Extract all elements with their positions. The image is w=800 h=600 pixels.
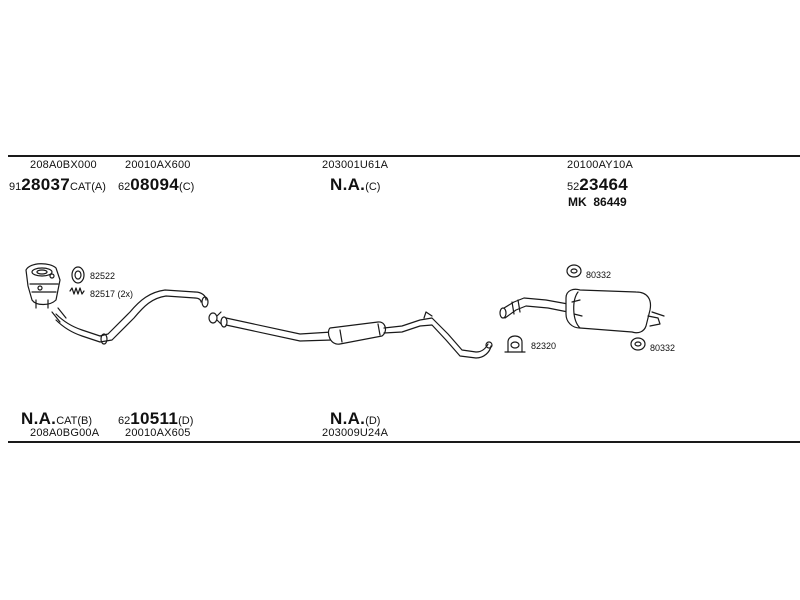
bottom-part-number-1: N.A.CAT(B): [21, 409, 92, 429]
part-code-4: 20100AY10A: [567, 159, 634, 171]
clamp-icon: [208, 311, 222, 325]
rubber-hanger-icon: [630, 337, 646, 351]
front-pipe-icon: [51, 289, 209, 345]
accessory-label-2: 82517 (2x): [90, 289, 134, 299]
part-number-suffix: CAT(A): [70, 181, 106, 193]
bottom-part-code-1: 208A0BG00A: [30, 427, 100, 439]
accessory-label-1: 82522: [90, 271, 116, 281]
centre-muffler-icon: [327, 321, 387, 345]
gasket-icon: [71, 266, 85, 284]
accessory-label-3: 80332: [586, 270, 612, 280]
top-rule: [8, 155, 800, 157]
part-number-1: 9128037CAT(A): [9, 175, 106, 195]
rubber-hanger-icon: [566, 264, 582, 278]
mounting-kit-value: 86449: [593, 195, 627, 209]
part-number-suffix: (D): [178, 415, 194, 427]
part-number-prefix: 52: [567, 181, 580, 193]
part-number-main: N.A.: [330, 175, 366, 194]
rear-muffler-icon: [565, 288, 665, 334]
mounting-kit-number: MK 86449: [568, 195, 627, 209]
part-number-4: 5223464: [567, 175, 628, 195]
part-number-suffix: (C): [179, 181, 195, 193]
bottom-part-code-2: 20010AX605: [125, 427, 191, 439]
part-number-prefix: 91: [9, 181, 22, 193]
catalytic-converter-icon: [25, 263, 61, 309]
accessory-label-5: 80332: [650, 343, 676, 353]
intermediate-pipe-icon: [383, 311, 493, 359]
part-number-3: N.A.(C): [330, 175, 380, 195]
part-code-2: 20010AX600: [125, 159, 191, 171]
accessory-label-4: 82320: [531, 341, 557, 351]
middle-pipe-icon: [220, 316, 333, 342]
u-clamp-icon: [504, 335, 526, 353]
part-number-main: 23464: [579, 175, 629, 194]
bottom-rule: [8, 441, 800, 443]
part-number-main: N.A.: [21, 409, 57, 428]
part-code-3: 203001U61A: [322, 159, 389, 171]
bottom-part-number-3: N.A.(D): [330, 409, 380, 429]
bottom-part-number-2: 6210511(D): [118, 409, 193, 429]
mounting-kit-label: MK: [568, 195, 587, 209]
part-number-2: 6208094(C): [118, 175, 194, 195]
part-number-prefix: 62: [118, 181, 131, 193]
part-code-1: 208A0BX000: [30, 159, 97, 171]
spring-icon: [69, 287, 85, 295]
part-number-suffix: (D): [365, 415, 381, 427]
part-number-suffix: (C): [365, 181, 381, 193]
part-number-prefix: 62: [118, 415, 131, 427]
part-number-main: 10511: [130, 409, 179, 428]
part-number-main: N.A.: [330, 409, 366, 428]
part-number-main: 28037: [21, 175, 71, 194]
part-number-suffix: CAT(B): [56, 415, 93, 427]
part-number-main: 08094: [130, 175, 180, 194]
bottom-part-code-3: 203009U24A: [322, 427, 389, 439]
rear-inlet-pipe-icon: [499, 297, 569, 319]
